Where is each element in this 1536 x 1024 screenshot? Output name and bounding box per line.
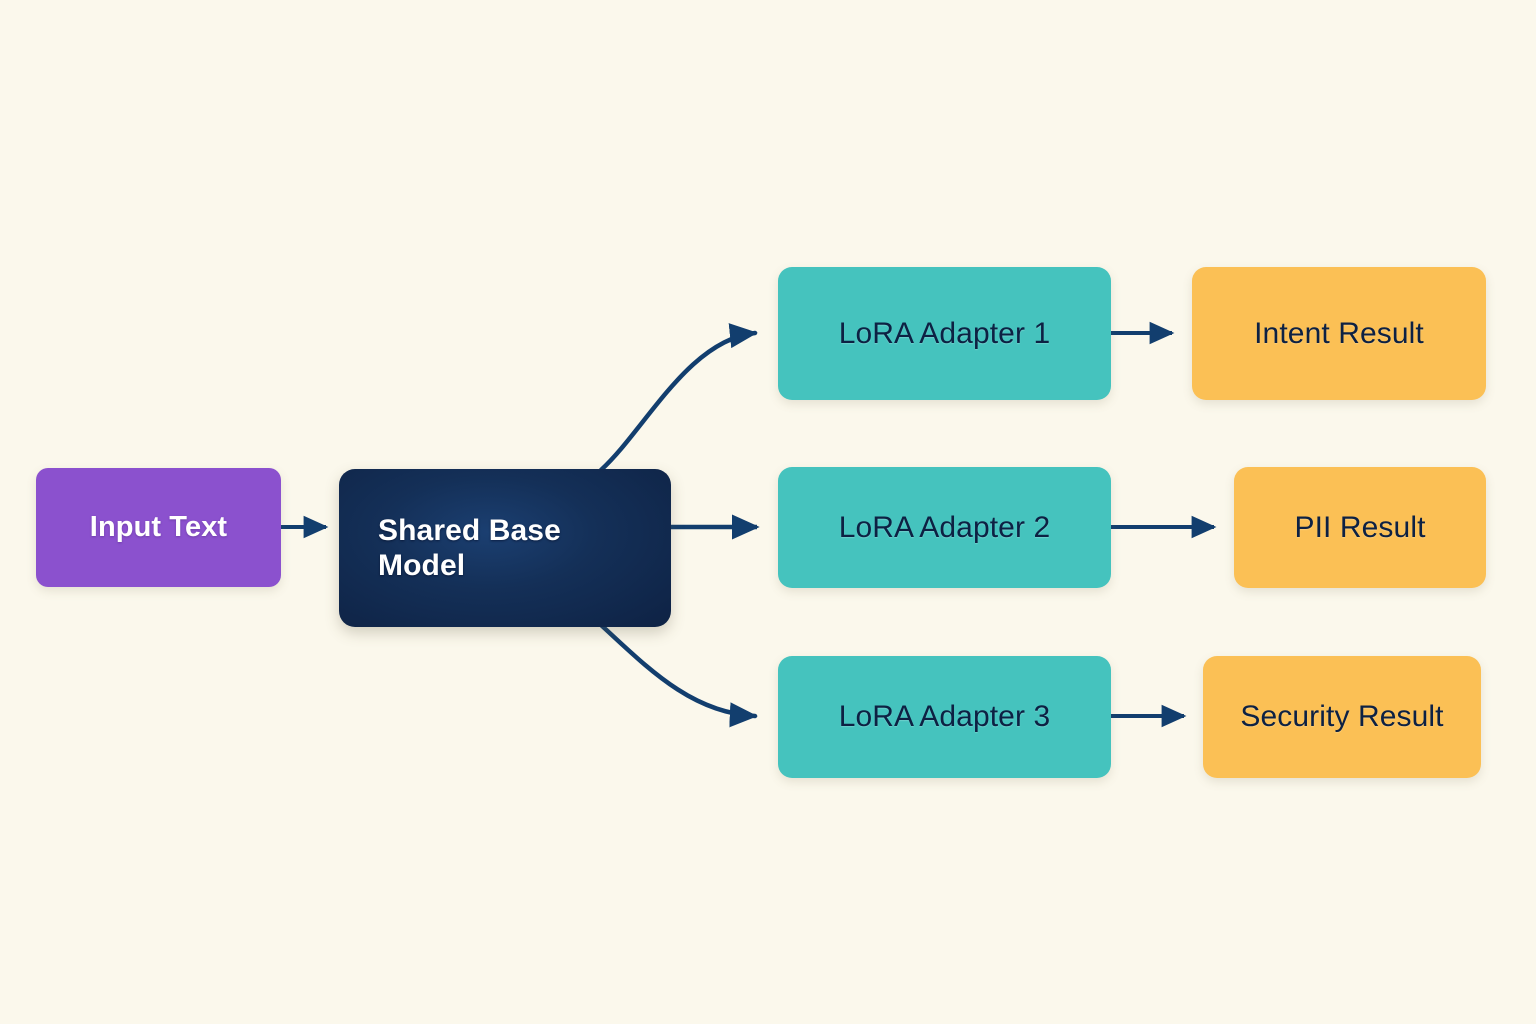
node-input-text[interactable]: Input Text: [36, 468, 281, 587]
edge-base-to-adapter-1: [598, 323, 758, 473]
node-shared-base-model[interactable]: Shared Base Model: [339, 469, 671, 627]
node-lora-adapter-1[interactable]: LoRA Adapter 1: [778, 267, 1111, 400]
node-input-text-label: Input Text: [89, 511, 228, 544]
node-lora-adapter-1-label: LoRA Adapter 1: [838, 316, 1051, 350]
node-intent-result[interactable]: Intent Result: [1192, 267, 1486, 400]
edge-base-to-adapter-3: [598, 622, 758, 728]
node-lora-adapter-2-label: LoRA Adapter 2: [838, 510, 1051, 544]
node-intent-result-label: Intent Result: [1254, 316, 1424, 350]
node-lora-adapter-2[interactable]: LoRA Adapter 2: [778, 467, 1111, 588]
node-lora-adapter-3[interactable]: LoRA Adapter 3: [778, 656, 1111, 778]
node-security-result-label: Security Result: [1240, 700, 1444, 734]
node-pii-result-label: PII Result: [1294, 510, 1426, 544]
node-pii-result[interactable]: PII Result: [1234, 467, 1486, 588]
node-lora-adapter-3-label: LoRA Adapter 3: [838, 700, 1051, 734]
node-shared-base-model-label: Shared Base Model: [378, 513, 561, 582]
node-security-result[interactable]: Security Result: [1203, 656, 1481, 778]
